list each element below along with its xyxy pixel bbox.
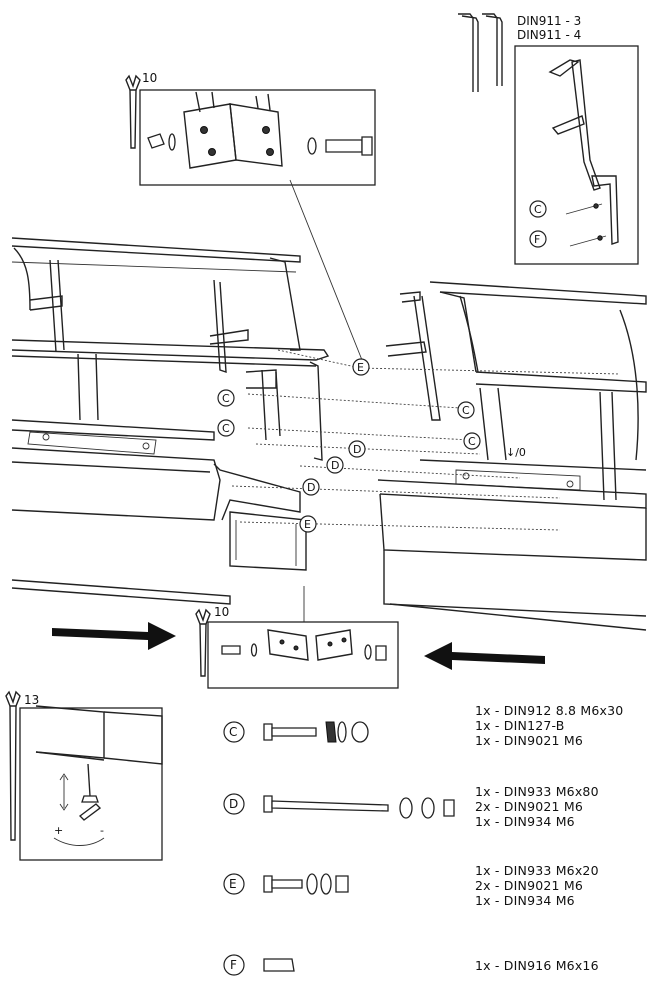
- inset-f-label: F: [534, 233, 540, 246]
- connector-marker-d-bottom: D: [302, 478, 320, 496]
- connector-marker-c-upper: C: [217, 389, 235, 407]
- svg-text:D: D: [307, 481, 315, 494]
- connector-marker-c-right-lower: C: [463, 432, 481, 450]
- connector-marker-c-lower: C: [217, 419, 235, 437]
- allen-keys-icon: [458, 13, 503, 92]
- part-line: 2x - DIN9021 M6: [475, 799, 583, 814]
- leg-minus: -: [100, 824, 104, 837]
- guide-line: [277, 349, 621, 375]
- legend-c-parts: 1x - DIN912 8.8 M6x30 1x - DIN127-B 1x -…: [475, 703, 623, 748]
- svg-text:C: C: [222, 422, 230, 435]
- guide-line: [239, 521, 561, 531]
- svg-text:D: D: [331, 459, 339, 472]
- part-line: 2x - DIN9021 M6: [475, 878, 583, 893]
- guide-line: [247, 393, 461, 409]
- wrench-icon: [5, 690, 21, 841]
- wrench-size-top: 10: [142, 71, 157, 85]
- leg-adjust-inset: + -: [19, 705, 163, 861]
- svg-text:C: C: [222, 392, 230, 405]
- guide-line: [247, 427, 471, 441]
- left-counter: [11, 237, 330, 605]
- leg-plus: +: [54, 824, 63, 837]
- legend-c: C: [223, 721, 369, 743]
- connector-marker-d-upper: D: [348, 440, 366, 458]
- part-line: 1x - DIN934 M6: [475, 814, 575, 829]
- connector-f-marker: [529, 230, 547, 248]
- wrench-icon: [195, 608, 211, 677]
- legend-e-parts: 1x - DIN933 M6x20 2x - DIN9021 M6 1x - D…: [475, 863, 599, 908]
- legend-d: D: [223, 793, 455, 819]
- part-line: 1x - DIN933 M6x20: [475, 863, 599, 878]
- legend-d-parts: 1x - DIN933 M6x80 2x - DIN9021 M6 1x - D…: [475, 784, 599, 829]
- plate-inset: [207, 621, 399, 689]
- legend-c-key: C: [229, 725, 237, 739]
- arrow-left-icon: [424, 642, 545, 670]
- legend-f-key: F: [230, 958, 237, 972]
- guide-line: [231, 485, 561, 499]
- svg-text:E: E: [304, 518, 311, 531]
- hinge-inset: [139, 89, 376, 186]
- allen-key-size-1: DIN911 - 3: [517, 14, 581, 28]
- level-note: ↓/0: [506, 446, 526, 459]
- wrench-icon: [125, 74, 141, 149]
- part-line: 1x - DIN933 M6x80: [475, 784, 599, 799]
- part-line: 1x - DIN912 8.8 M6x30: [475, 703, 624, 718]
- part-line: 1x - DIN934 M6: [475, 893, 575, 908]
- connector-marker-e-bottom: E: [299, 515, 317, 533]
- wrench-size-bottom: 10: [214, 605, 229, 619]
- legend-e: E: [223, 873, 349, 895]
- arrow-right-icon: [52, 622, 176, 650]
- leader-line: [289, 179, 363, 361]
- legend-f-parts: 1x - DIN916 M6x16: [475, 958, 599, 973]
- svg-text:C: C: [468, 435, 476, 448]
- inset-c-label: C: [534, 203, 542, 216]
- wrench-size-leg: 13: [24, 693, 39, 707]
- allen-key-size-2: DIN911 - 4: [517, 28, 581, 42]
- connector-marker-d-lower: D: [326, 456, 344, 474]
- svg-text:E: E: [357, 361, 364, 374]
- part-line: 1x - DIN916 M6x16: [475, 958, 599, 973]
- connector-marker-e-top: E: [352, 358, 370, 376]
- legend-e-key: E: [229, 877, 237, 891]
- part-line: 1x - DIN127-B: [475, 718, 565, 733]
- guide-line: [255, 443, 481, 455]
- legend-f: F: [223, 954, 295, 976]
- connector-marker-c-right-upper: C: [457, 401, 475, 419]
- svg-text:C: C: [462, 404, 470, 417]
- connector-c-marker: [529, 200, 547, 218]
- svg-text:D: D: [353, 443, 361, 456]
- bracket-inset: C F: [514, 45, 639, 265]
- right-counter: [377, 281, 647, 631]
- legend-d-key: D: [229, 797, 238, 811]
- part-line: 1x - DIN9021 M6: [475, 733, 583, 748]
